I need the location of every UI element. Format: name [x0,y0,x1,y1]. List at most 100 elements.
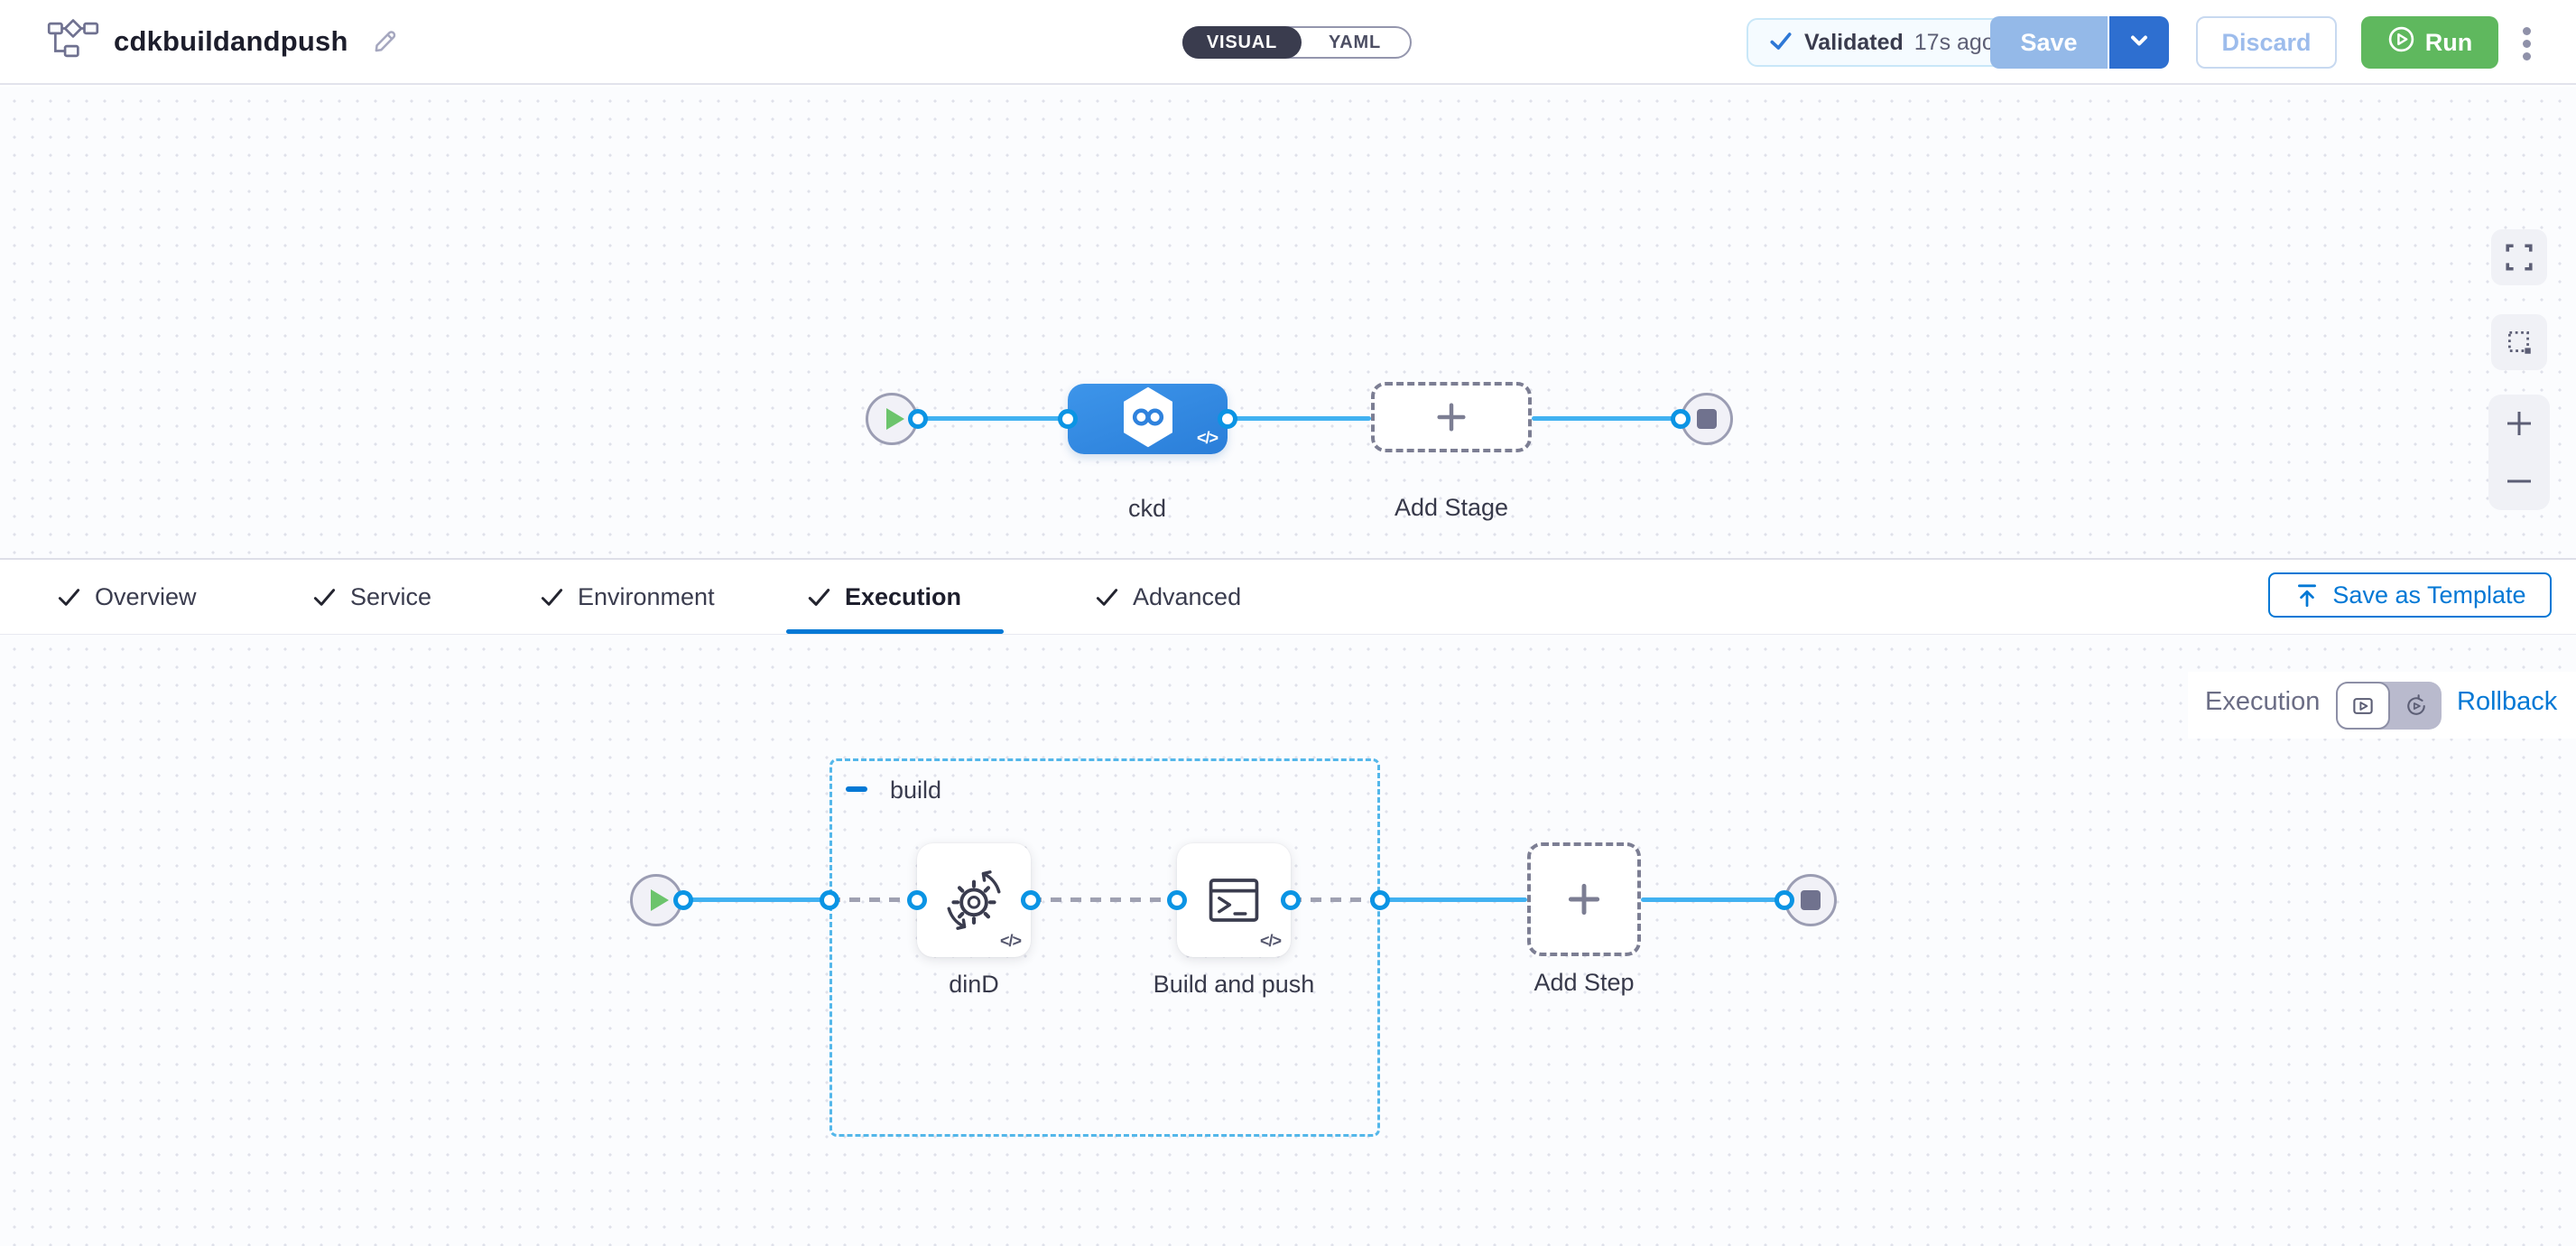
link-port[interactable] [1370,890,1390,910]
page-title: cdkbuildandpush [114,25,348,57]
visual-yaml-toggle: VISUAL YAML [1182,26,1412,59]
run-button[interactable]: Run [2361,16,2498,69]
validated-badge[interactable]: Validated 17s ago [1747,18,2016,67]
stage-tab-bar: Overview Service Environment Execution A… [0,558,2576,635]
chevron-down-icon [2126,27,2153,59]
tab-label: Overview [95,582,197,610]
rollback-link[interactable]: Rollback [2457,687,2558,716]
zoom-controls [2488,395,2550,510]
validated-time: 17s ago [1913,29,1995,55]
tab-check-icon [313,588,336,606]
step-link [1641,897,1784,902]
start-play-icon [885,408,904,430]
stage-node-ckd[interactable]: </> [1068,384,1228,454]
step-node-build-and-push[interactable]: </> [1177,843,1291,957]
plus-icon [2507,412,2531,435]
rollback-mode-button[interactable] [2394,682,2439,730]
link-port[interactable] [1167,890,1187,910]
save-button[interactable]: Save [1990,16,2109,69]
pipeline-end-node [1681,393,1733,445]
start-play-icon [650,889,669,911]
tab-check-icon [1096,588,1118,606]
stop-icon [1697,409,1717,429]
link-port[interactable] [1774,890,1794,910]
tab-check-icon [58,588,80,606]
stage-code-glyph: </> [1196,429,1219,447]
kebab-dot [2522,51,2531,60]
kebab-dot [2522,39,2531,48]
tab-environment[interactable]: Environment [540,560,715,634]
save-dropdown-button[interactable] [2109,16,2169,69]
plus-icon [1568,883,1600,916]
tab-execution[interactable]: Execution [807,560,961,634]
stage-canvas[interactable]: </> ckd Add Stage [0,87,2576,558]
tab-label: Environment [578,582,715,610]
pipeline-title-wrap: cdkbuildandpush [47,0,399,83]
tab-label: Advanced [1133,582,1242,610]
link-port[interactable] [1218,409,1237,429]
add-stage-label: Add Stage [1394,494,1509,521]
tab-label: Service [350,582,432,610]
link-port[interactable] [1058,409,1078,429]
add-step-button[interactable] [1527,842,1641,956]
step-link [829,897,917,902]
execution-canvas[interactable]: Execution Rollback build [0,635,2576,1246]
step-name-label: Build and push [1153,971,1315,998]
tab-overview[interactable]: Overview [57,560,197,634]
save-split-button: Save [1990,16,2169,69]
multi-select-button[interactable] [2491,314,2547,370]
stage-link [1228,416,1371,421]
step-link [1031,897,1177,902]
tab-advanced[interactable]: Advanced [1095,560,1241,634]
selection-box-icon [2507,330,2531,354]
add-step-label: Add Step [1534,969,1635,996]
link-port[interactable] [1021,890,1041,910]
discard-button[interactable]: Discard [2196,16,2337,69]
step-group-label: build [890,776,942,804]
edit-title-icon[interactable] [370,25,399,59]
link-port[interactable] [907,890,927,910]
tab-service[interactable]: Service [312,560,431,634]
stage-link [918,416,1068,421]
zoom-out-button[interactable] [2488,454,2550,508]
link-port[interactable] [1671,409,1691,429]
execution-rollback-toggle [2336,682,2442,730]
step-link [1291,897,1380,902]
gear-sync-icon [947,870,1001,930]
step-node-dind[interactable]: </> [917,843,1031,957]
execution-play-icon [2353,697,2373,714]
add-stage-button[interactable] [1371,382,1532,452]
toggle-visual[interactable]: VISUAL [1182,26,1302,59]
execution-mode-label: Execution [2205,687,2321,716]
step-name-label: dinD [949,971,999,998]
link-port[interactable] [820,890,839,910]
execution-mode-button[interactable] [2336,682,2390,730]
link-port[interactable] [673,890,693,910]
step-code-glyph: </> [1259,932,1282,950]
check-icon [1768,28,1793,58]
stage-link [1532,416,1681,421]
tab-label: Execution [845,582,962,610]
ci-hexagon-icon [1118,385,1178,454]
step-link [1380,897,1527,902]
minus-icon [2507,479,2531,483]
fullscreen-button[interactable] [2491,229,2547,285]
terminal-icon [1209,879,1259,922]
validated-label: Validated [1804,29,1904,55]
upload-icon [2298,584,2317,608]
rollback-icon [2407,693,2425,715]
run-label: Run [2424,28,2473,56]
toggle-yaml[interactable]: YAML [1328,32,1382,52]
step-group-build[interactable] [829,758,1380,1137]
stop-icon [1801,890,1821,910]
more-options-button[interactable] [2517,21,2535,66]
save-as-template-button[interactable]: Save as Template [2268,572,2552,618]
collapse-group-icon[interactable] [846,786,867,792]
tab-check-icon [541,588,563,606]
tab-check-icon [808,588,830,606]
zoom-in-button[interactable] [2488,396,2550,451]
link-port[interactable] [1281,890,1301,910]
link-port[interactable] [908,409,928,429]
fullscreen-icon [2506,244,2533,271]
kebab-dot [2522,26,2531,35]
